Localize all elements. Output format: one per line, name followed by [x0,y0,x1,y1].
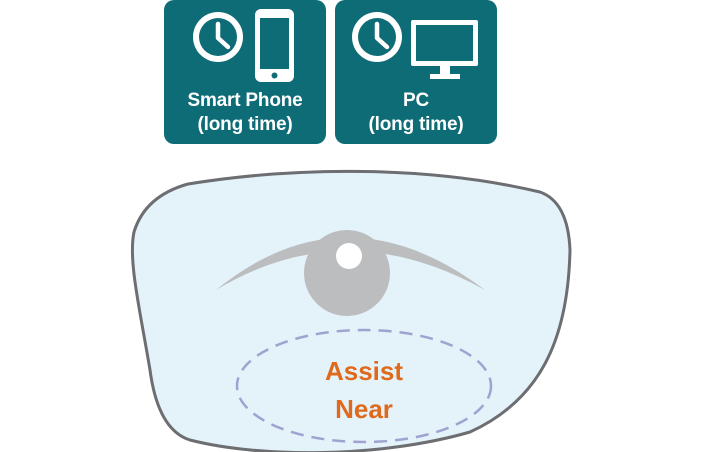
near-zone-label-near: Near [335,394,393,424]
eyebrow-lid-shape [216,237,485,290]
tile-title: PC [403,90,429,111]
eye-iris [304,230,390,316]
clock-icon [352,12,402,62]
pc-usage-tile: PC (long time) [335,0,497,144]
near-zone-label-assist: Assist [324,356,404,386]
tile-subtitle: (long time) [197,114,293,135]
tile-subtitle: (long time) [368,114,464,135]
clock-icon [193,12,243,62]
eye-pupil-highlight [336,243,362,269]
near-zone-outline [235,328,493,444]
smartphone-icon [255,9,294,82]
tile-title: Smart Phone [187,90,303,111]
smartphone-usage-tile: Smart Phone (long time) [164,0,326,144]
monitor-icon [411,20,478,79]
